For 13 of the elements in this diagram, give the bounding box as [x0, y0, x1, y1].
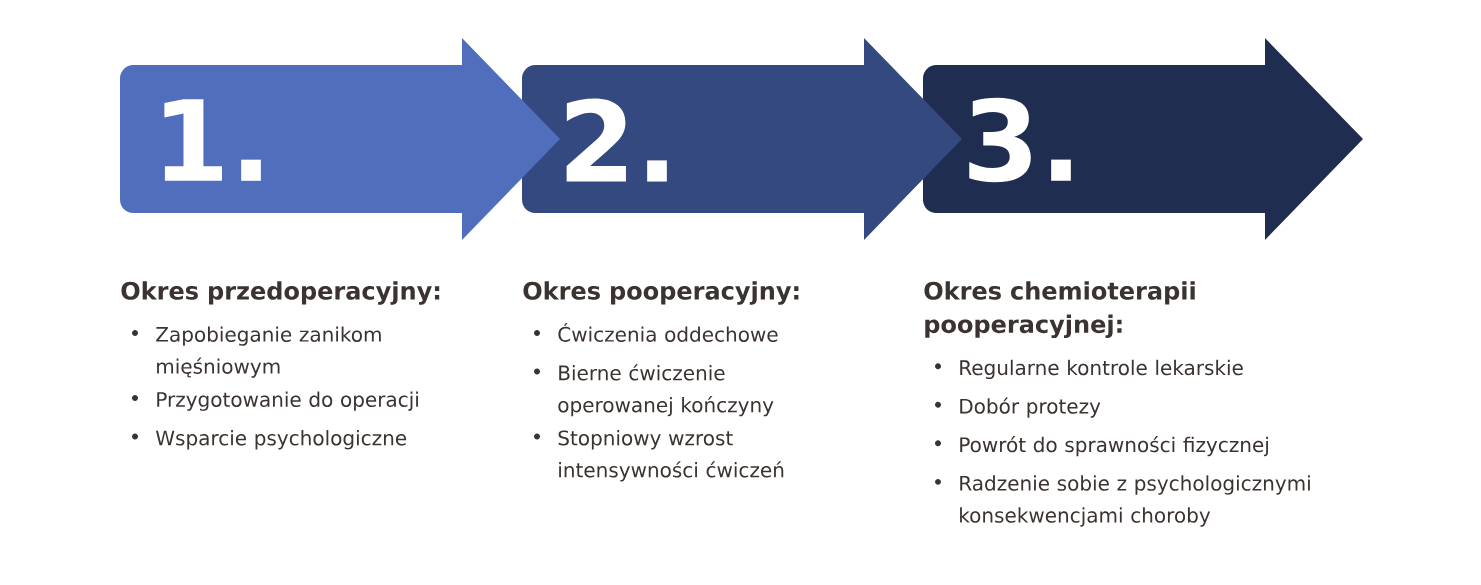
- bullet-item: Radzenie sobie z psychologicznymi konsekwencjami choroby: [935, 475, 1310, 527]
- bullet-item: Stopniowy wzrost intensywności ćwiczeń: [534, 430, 784, 482]
- bullet-item: Wsparcie psychologiczne: [132, 430, 407, 450]
- bullet-item: Ćwiczenia oddechowe: [534, 323, 778, 342]
- bullet-item: Powrót do sprawności fizycznej: [935, 435, 1268, 457]
- bullet-item: Regularne kontrole lekarskie: [935, 359, 1243, 380]
- heading: Okres chemioterapii pooperacyjnej:: [924, 281, 1195, 338]
- bullet-item: Dobór protezy: [935, 397, 1101, 418]
- heading: Okres pooperacyjny:: [523, 281, 799, 305]
- bullet-item: Zapobieganie zanikom mięśniowym: [132, 326, 381, 378]
- bullet-item: Przygotowanie do operacji: [132, 391, 418, 411]
- heading: Okres przedoperacyjny:: [121, 281, 440, 305]
- bullet-item: Bierne ćwiczenie operowanej kończyny: [534, 364, 774, 417]
